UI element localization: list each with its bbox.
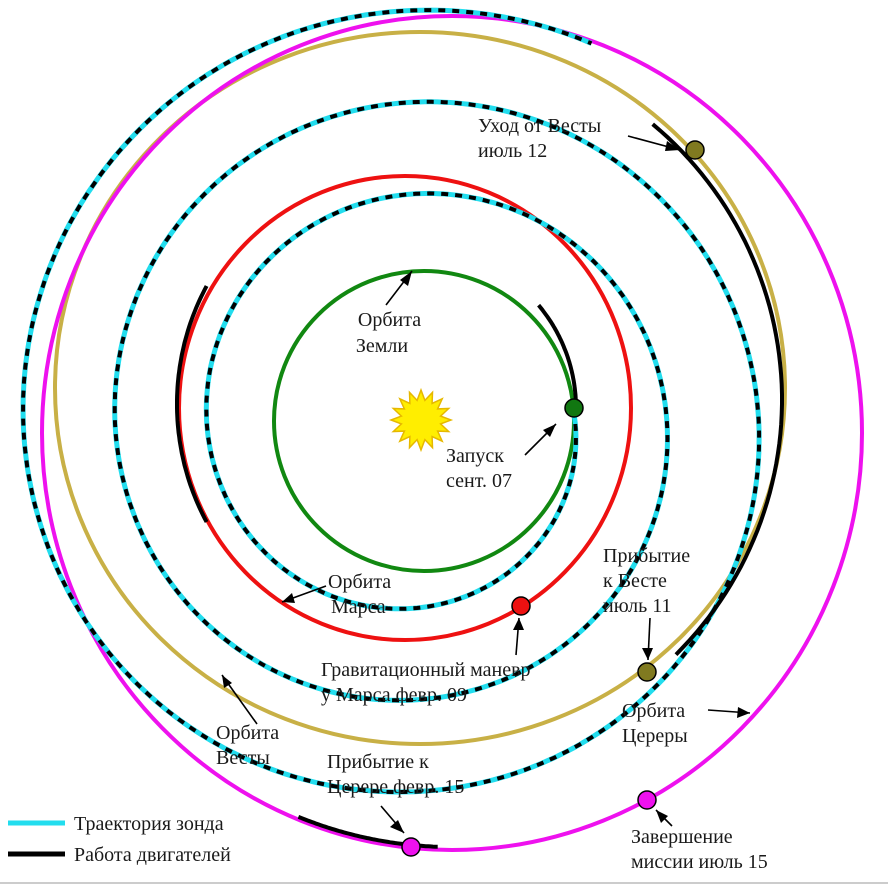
launch-marker bbox=[564, 398, 584, 418]
arrowhead bbox=[282, 593, 295, 603]
sun-icon bbox=[388, 387, 454, 453]
arrowhead bbox=[222, 675, 232, 688]
vesta-orbit bbox=[53, 30, 787, 746]
thrust-dash-overlay bbox=[21, 8, 762, 794]
legend-label-thrust: Работа двигателей bbox=[74, 844, 231, 866]
ceres-orbit bbox=[40, 14, 864, 852]
ceres-orbit-label: Орбита Цереры bbox=[622, 700, 690, 747]
arrowhead bbox=[400, 271, 412, 286]
engine-thrust-arc bbox=[651, 122, 784, 656]
arrowhead bbox=[390, 820, 404, 833]
engine-thrust-arc bbox=[175, 285, 209, 523]
vesta-orbit-label: Орбита Весты bbox=[216, 722, 284, 769]
arrowhead bbox=[513, 618, 524, 630]
engine-thrust-arc bbox=[537, 303, 578, 408]
vesta-arrival-marker bbox=[637, 662, 657, 682]
ceres-arrival-label: Прибытие к Церере февр. 15 bbox=[327, 751, 464, 798]
legend-label-trajectory: Траектория зонда bbox=[74, 813, 224, 835]
arrowhead bbox=[737, 707, 750, 718]
mission-end-marker bbox=[637, 790, 657, 810]
mission-end-label: Завершение миссии июль 15 bbox=[631, 826, 768, 873]
mars-flyby-marker bbox=[511, 596, 531, 616]
vesta-departure-label: Уход от Весты июль 12 bbox=[478, 115, 606, 162]
arrowhead bbox=[543, 424, 556, 437]
earth-orbit-label: Орбита Земли bbox=[356, 309, 426, 357]
legend: Траектория зонда Работа двигателей bbox=[8, 813, 231, 866]
ceres-arrival-marker bbox=[401, 837, 421, 857]
mars-flyby-label: Гравитационный маневр у Марса февр. 09 bbox=[321, 659, 536, 706]
arrowhead bbox=[665, 141, 680, 151]
launch-label: Запуск сент. 07 bbox=[446, 445, 512, 492]
mars-orbit-label: Орбита Марса bbox=[328, 571, 396, 618]
arrowhead bbox=[656, 810, 668, 823]
arrowhead bbox=[642, 648, 653, 660]
vesta-departure-marker bbox=[685, 140, 705, 160]
vesta-arrival-label: Прибытие к Весте июль 11 bbox=[603, 545, 695, 617]
